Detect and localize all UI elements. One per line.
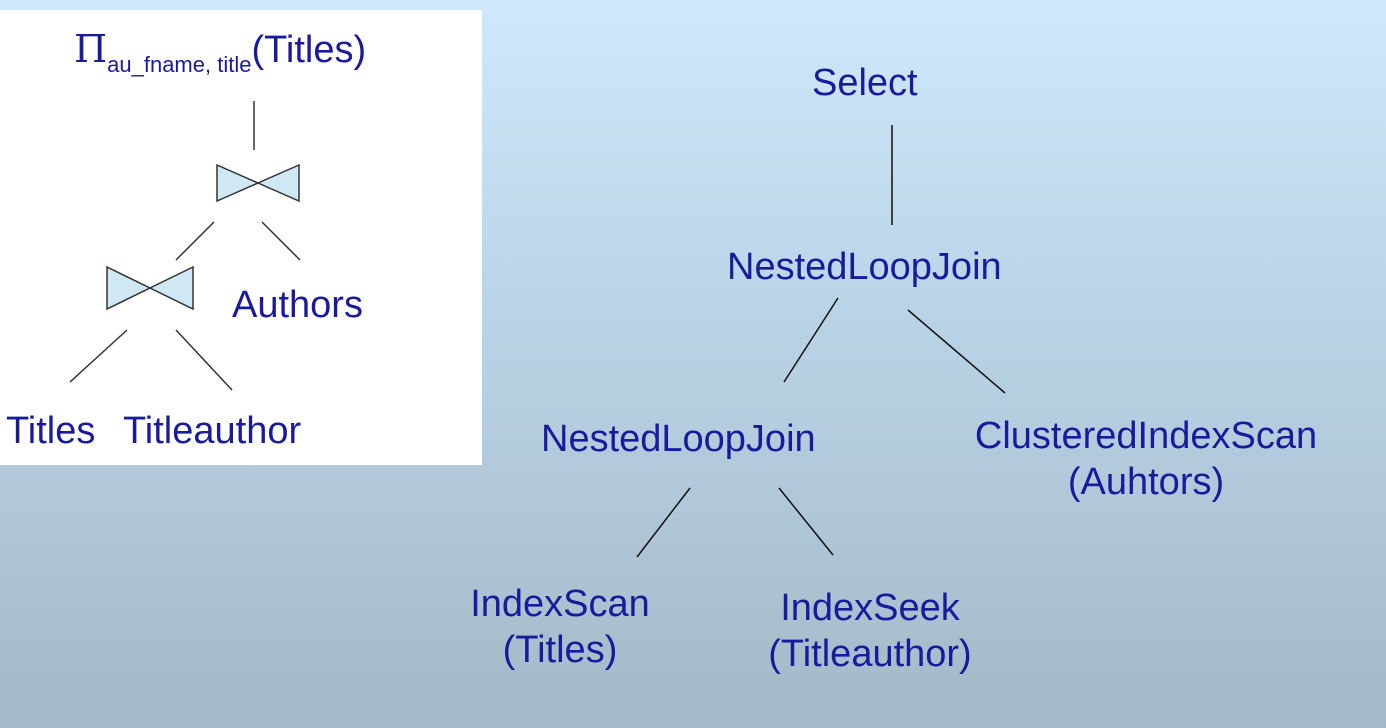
join-symbol-inner-right [148, 265, 194, 311]
projection-subscript: au_fname, title [107, 52, 252, 77]
join-symbol-inner [106, 265, 152, 311]
index-seek-label: IndexSeek [780, 587, 960, 629]
projection-symbol: Π [74, 27, 108, 71]
authors-leaf: Authors [232, 284, 363, 326]
index-seek-node: IndexSeek (Titleauthor) [730, 586, 1010, 677]
nested-loop-join-inner: NestedLoopJoin [541, 418, 816, 460]
join-symbol-top-right [256, 163, 300, 203]
edge-innernlj-to-indexscan [636, 487, 691, 558]
edge-nlj-to-clusteredscan [907, 309, 1006, 394]
join-symbol-top [216, 163, 260, 203]
edge-innernlj-to-indexseek [778, 487, 834, 556]
index-seek-table: (Titleauthor) [768, 632, 972, 675]
logical-plan-panel [0, 10, 482, 465]
titleauthor-leaf: Titleauthor [123, 410, 302, 452]
select-node: Select [812, 62, 918, 104]
projection-node: Πau_fname, title(Titles) [74, 30, 366, 76]
index-scan-table: (Titles) [502, 628, 618, 671]
clustered-index-scan-node: ClusteredIndexScan (Auhtors) [946, 414, 1346, 505]
titles-leaf: Titles [6, 410, 96, 452]
clustered-index-scan-label: ClusteredIndexScan [974, 415, 1318, 457]
edge-innerjoin-to-titleauthor [175, 329, 233, 391]
projection-relation: (Titles) [251, 29, 367, 71]
index-scan-label: IndexScan [470, 583, 650, 625]
index-scan-node: IndexScan (Titles) [440, 582, 680, 673]
edge-innerjoin-to-titles [69, 329, 128, 383]
edge-nlj-to-innernlj [783, 297, 839, 383]
nested-loop-join-top: NestedLoopJoin [727, 246, 1002, 288]
edge-join-to-innerjoin [175, 221, 215, 261]
clustered-index-scan-table: (Auhtors) [1067, 460, 1225, 503]
edge-join-to-authors [261, 221, 301, 261]
